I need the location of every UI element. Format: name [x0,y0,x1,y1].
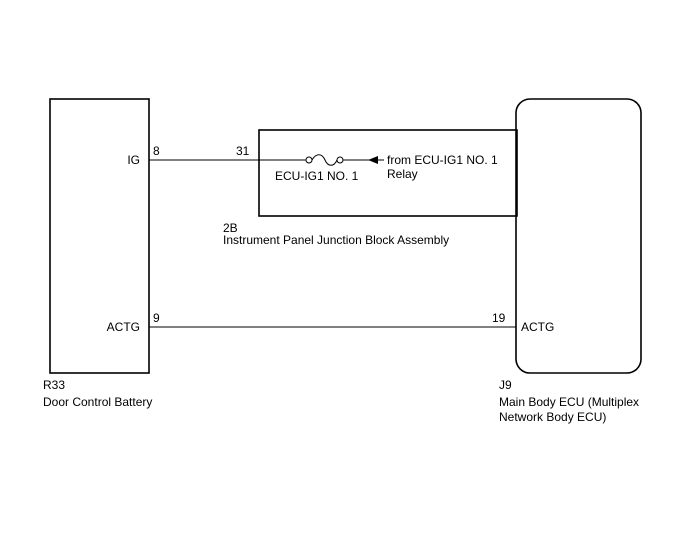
right-component-name-line1: Main Body ECU (Multiplex [499,395,639,409]
left-pin-actg-number: 9 [153,311,160,325]
left-component-code: R33 [43,378,65,392]
junction-block-box [258,129,518,217]
left-pin-ig-number: 8 [153,144,160,158]
main-body-ecu-box [515,98,642,374]
left-component-name: Door Control Battery [43,395,152,409]
fuse-label: ECU-IG1 NO. 1 [275,169,359,183]
door-control-battery-box [49,98,150,374]
left-pin-ig-label: IG [127,153,140,167]
right-component-code: J9 [499,378,512,392]
fuse-icon [305,154,344,166]
arrow-left-icon [368,156,378,164]
junction-pin-number: 31 [236,144,250,158]
relay-source-line1: from ECU-IG1 NO. 1 [387,153,498,167]
right-pin-actg-number: 19 [492,311,506,325]
right-pin-actg-label: ACTG [521,320,554,334]
left-pin-actg-label: ACTG [107,320,140,334]
junction-block-code: 2B [223,221,238,235]
relay-source-line2: Relay [387,167,418,181]
right-component-name-line2: Network Body ECU) [499,410,606,424]
junction-block-name: Instrument Panel Junction Block Assembly [223,233,449,247]
